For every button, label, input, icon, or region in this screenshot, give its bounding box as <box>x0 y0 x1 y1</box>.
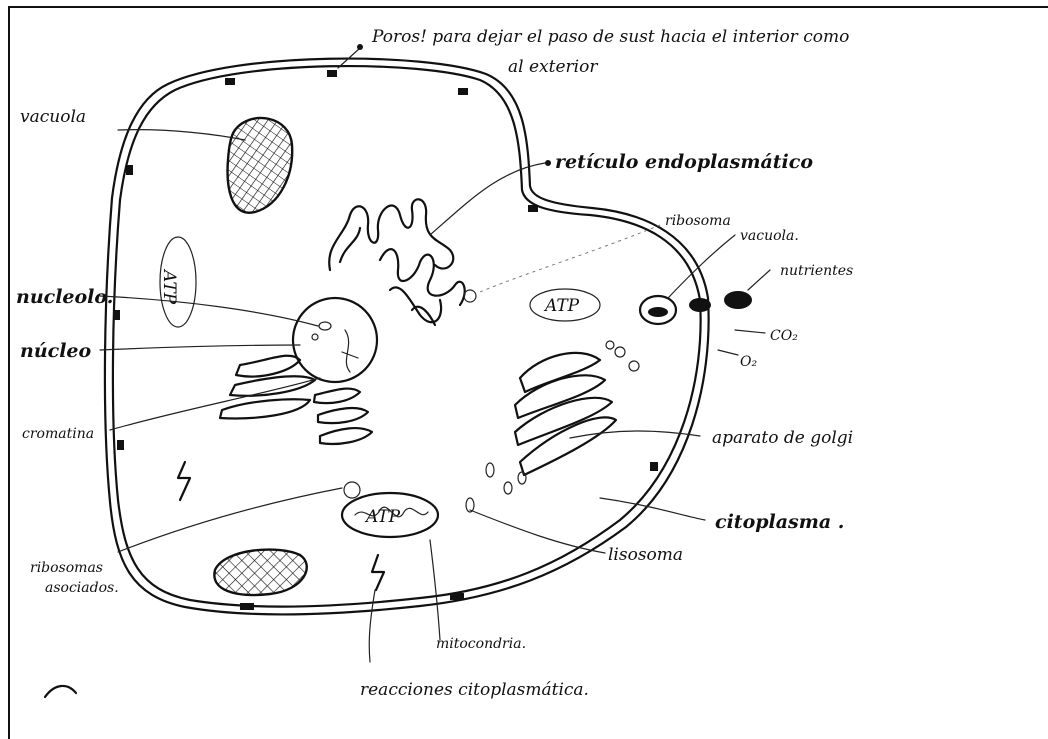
label-ribosome: ribosoma <box>665 213 731 229</box>
reaction-lightning-bottom <box>372 555 384 590</box>
label-nucleolus: nucleolo. <box>16 286 113 308</box>
label-nucleus: núcleo <box>20 340 92 362</box>
atp-low-label: ATP <box>364 507 401 527</box>
chromatin-strands <box>220 356 372 444</box>
label-pores-line1: Poros! para dejar el paso de sust hacia … <box>371 27 849 47</box>
membrane-pore <box>126 165 133 175</box>
label-nutrients: nutrientes <box>780 263 853 279</box>
membrane-pore <box>113 310 120 320</box>
label-associated-ribosomes-2: asociados. <box>45 580 119 596</box>
membrane-pore <box>450 593 464 600</box>
membrane-pore <box>240 603 254 610</box>
atp-mid-label: ATP <box>543 296 580 316</box>
label-lysosome: lisosoma <box>608 545 683 565</box>
label-mitochondria: mitocondria. <box>436 636 526 652</box>
nucleolus <box>319 322 331 330</box>
vacuole-bottom-left <box>214 550 306 595</box>
label-cytoplasm: citoplasma . <box>715 511 844 533</box>
label-vacuole-left: vacuola <box>20 107 86 127</box>
mitochondrion: ATP <box>342 493 438 537</box>
nutrient-particle <box>724 291 752 309</box>
label-co2: CO₂ <box>770 328 798 344</box>
label-pores-line2: al exterior <box>508 57 598 77</box>
lysosome-vesicles <box>466 463 526 512</box>
endoplasmic-reticulum <box>329 199 476 325</box>
label-vacuole-right: vacuola. <box>740 228 799 244</box>
nucleus <box>293 298 377 382</box>
golgi-apparatus <box>515 341 639 475</box>
reaction-lightning-left <box>178 462 190 500</box>
atp-mid-blob: ATP <box>530 289 600 321</box>
membrane-pore <box>117 440 124 450</box>
cell-membrane <box>105 59 709 615</box>
membrane-pore <box>225 78 235 85</box>
label-chromatin: cromatina <box>22 426 94 442</box>
membrane-pore <box>528 205 538 212</box>
label-associated-ribosomes-1: ribosomas <box>30 560 103 576</box>
label-atp-left: ATP <box>159 268 179 305</box>
membrane-pore <box>650 462 658 471</box>
label-reactions: reacciones citoplasmática. <box>360 680 589 700</box>
ribosome-associated <box>344 482 360 498</box>
membrane-pore <box>458 88 468 95</box>
label-o2: O₂ <box>740 354 757 370</box>
label-endoplasmic-reticulum: retículo endoplasmático <box>555 151 813 173</box>
label-golgi: aparato de golgi <box>712 428 853 448</box>
vacuole-top-left <box>228 118 293 213</box>
membrane-pore <box>327 70 337 77</box>
